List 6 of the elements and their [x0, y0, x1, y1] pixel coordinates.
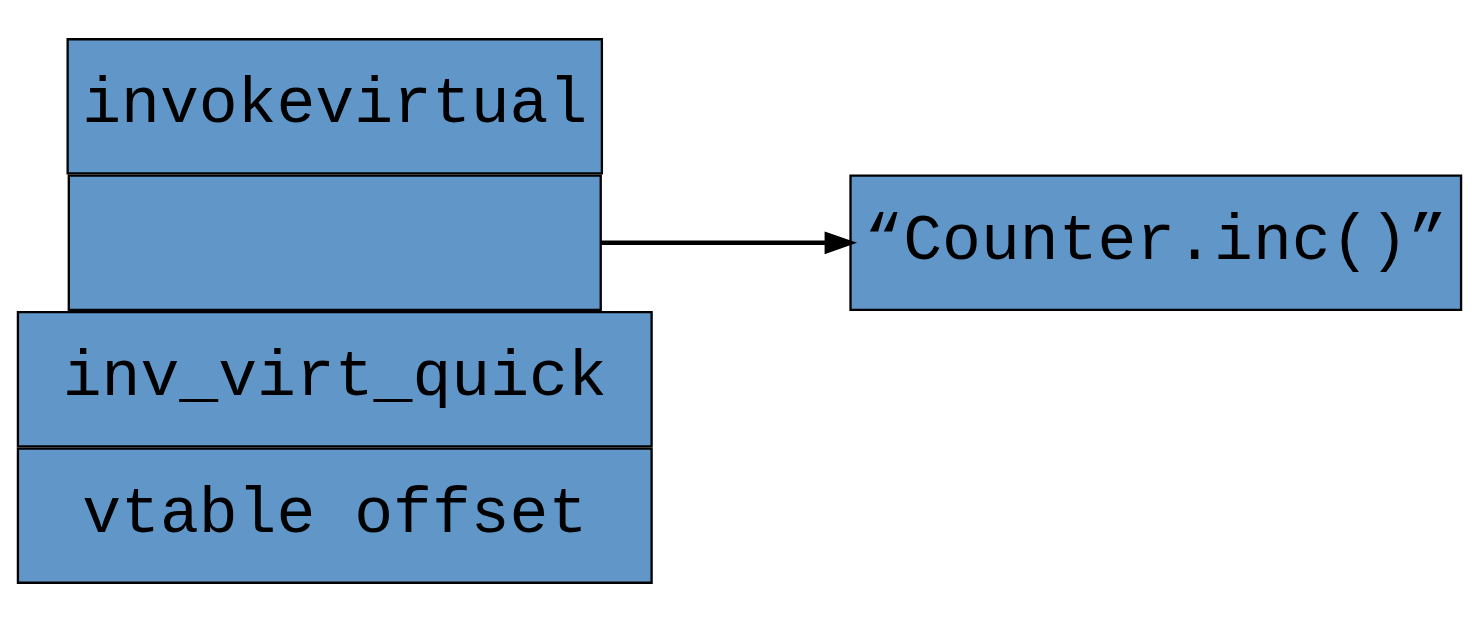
- node-box: inv_virt_quick: [16, 311, 653, 448]
- node-box: vtable offset: [16, 447, 653, 584]
- node-box: “Counter.inc()”: [849, 174, 1463, 311]
- arrow: [601, 231, 858, 255]
- node-box: [67, 174, 602, 311]
- node-box: invokevirtual: [66, 38, 604, 175]
